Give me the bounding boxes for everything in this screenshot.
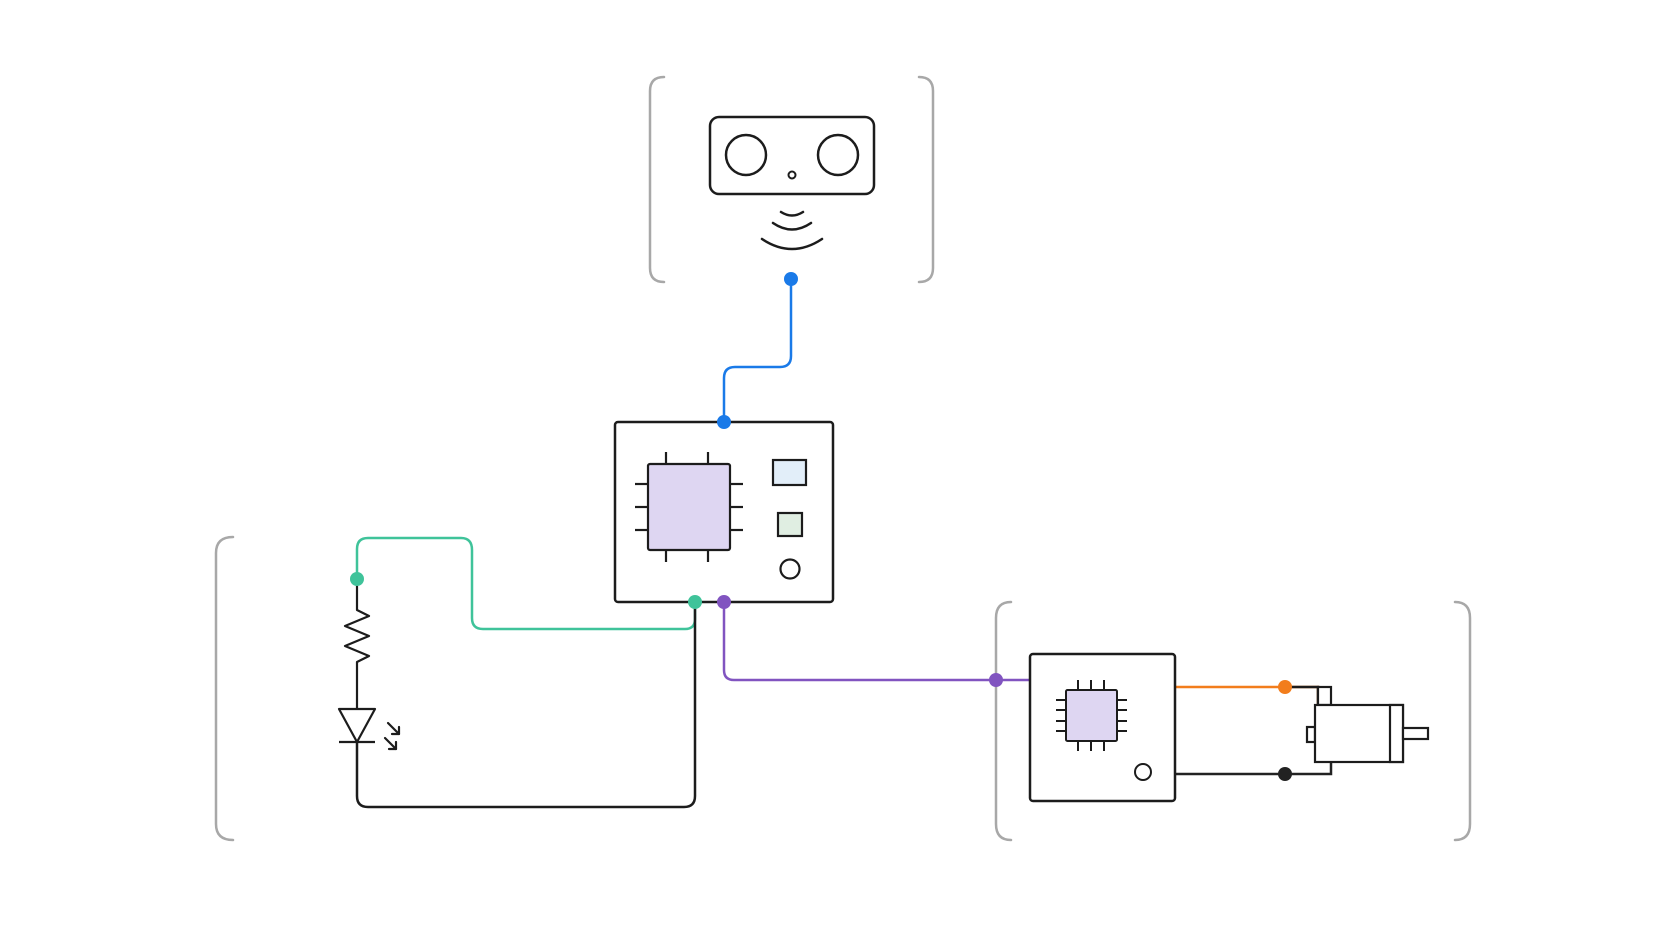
motor-body [1313, 703, 1405, 764]
led-group-bracket [214, 535, 235, 842]
sensor-wave-2 [771, 221, 813, 231]
driver-chip-body [1065, 689, 1118, 742]
bracket-left [648, 75, 666, 284]
sensor-transducer-left [724, 133, 768, 177]
motor-shaft [1401, 726, 1430, 741]
sensor-crystal [787, 170, 797, 180]
led-triangle [337, 707, 377, 744]
microcontroller-board [613, 420, 835, 604]
motor-positive-wire [1175, 685, 1320, 705]
driver-input-dot [989, 673, 1003, 687]
motor-group-bracket [994, 600, 1472, 842]
driver-indicator-circle [1134, 763, 1152, 781]
motor-terminal-positive [1316, 685, 1333, 707]
sensor-wave-3 [760, 237, 824, 251]
led-ground-wire [355, 602, 697, 809]
bracket-left [994, 600, 1013, 842]
dc-motor-icon [1305, 685, 1430, 764]
sensor-wave-1 [779, 210, 805, 217]
microcontroller-chip-icon [635, 452, 743, 562]
resistor-icon [343, 579, 371, 709]
board-led-pin-dot [688, 595, 702, 609]
motor-negative-dot [1278, 767, 1292, 781]
bracket-left [214, 535, 235, 842]
bracket-right [917, 75, 935, 284]
motor-rear-cap [1305, 725, 1317, 744]
motor-negative-wire [1175, 762, 1333, 776]
sensor-output-dot [784, 272, 798, 286]
green-status-square [776, 511, 804, 538]
led-signal-wire [355, 536, 697, 631]
sensor-wire [722, 279, 793, 422]
sensor-body [708, 115, 876, 196]
motor-front-flange [1388, 703, 1405, 764]
led-diode-icon [337, 707, 401, 751]
bracket-right [1453, 600, 1472, 842]
sensor-group-bracket [648, 75, 935, 284]
sensor-transducer-right [816, 133, 860, 177]
resistor-input-dot [350, 572, 364, 586]
driver-chip-icon [1056, 680, 1127, 751]
chip-body [646, 462, 732, 552]
motor-positive-dot [1278, 680, 1292, 694]
driver-wire [722, 602, 1030, 682]
board-driver-pin-dot [717, 595, 731, 609]
ultrasonic-sensor-icon [708, 115, 876, 251]
reset-button-circle [779, 558, 801, 580]
blue-status-square [771, 458, 808, 487]
light-emission-arrows [383, 721, 401, 751]
motor-driver-board [1028, 652, 1177, 803]
board-sensor-input-dot [717, 415, 731, 429]
connection-points [350, 272, 1292, 781]
